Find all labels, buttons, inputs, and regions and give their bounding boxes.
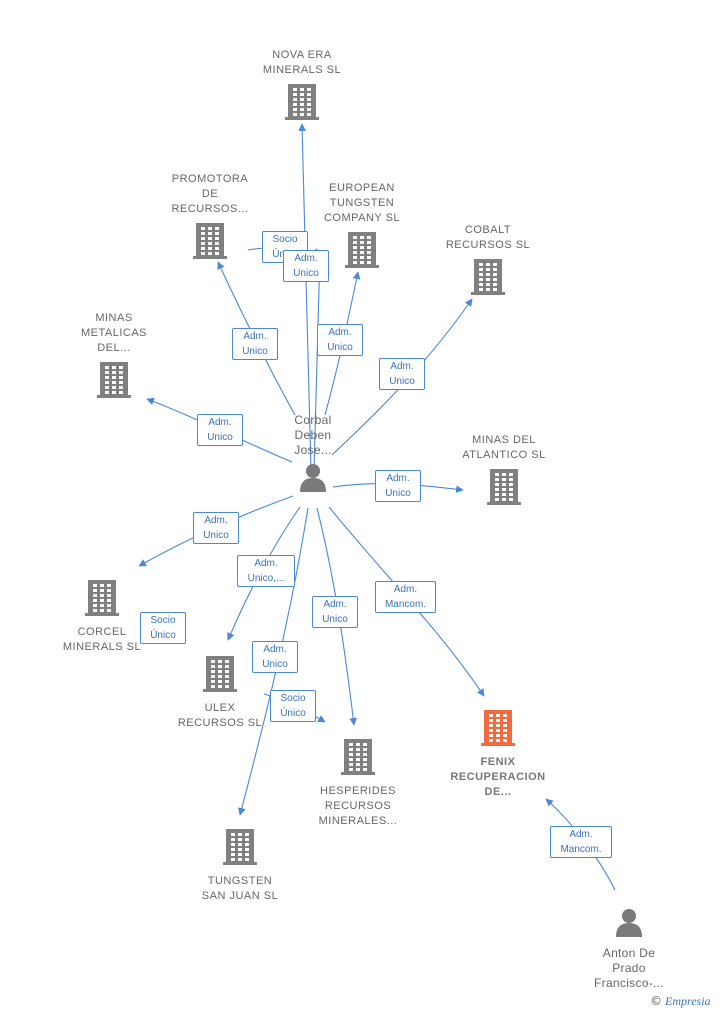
building-icon — [97, 360, 131, 403]
node-fenix-recuperacion[interactable]: FENIX RECUPERACION DE... — [440, 704, 556, 800]
node-label: EUROPEAN TUNGSTEN COMPANY SL — [323, 182, 401, 224]
building-icon — [345, 230, 379, 273]
node-hesperides-recursos-minerales[interactable]: HESPERIDES RECURSOS MINERALES... — [308, 733, 408, 829]
node-tungsten-san-juan[interactable]: TUNGSTEN SAN JUAN SL — [190, 823, 290, 904]
relation-label-adm-mancom[interactable]: Adm. Mancom. — [375, 581, 436, 613]
relation-label-adm-unico[interactable]: Adm. Unico — [197, 414, 243, 446]
node-corbal-deben-jose[interactable]: Corbal Deben Jose... — [274, 413, 352, 501]
node-minas-del-atlantico[interactable]: MINAS DEL ATLANTICO SL — [452, 433, 556, 514]
building-icon — [223, 827, 257, 870]
node-label: TUNGSTEN SAN JUAN SL — [201, 875, 279, 902]
node-label: MINAS METALICAS DEL... — [80, 312, 148, 354]
building-icon — [203, 654, 237, 697]
relation-label-adm-unico[interactable]: Adm. Unico — [379, 358, 425, 390]
node-label: PROMOTORA DE RECURSOS... — [171, 173, 249, 215]
person-icon — [298, 462, 328, 497]
node-promotora-de-recursos[interactable]: PROMOTORA DE RECURSOS... — [160, 172, 260, 268]
relation-label-adm-unico[interactable]: Adm. Unico — [232, 328, 278, 360]
relation-label-adm-unico[interactable]: Adm. Unico — [317, 324, 363, 356]
relation-label-socio-unico[interactable]: Socio Único — [140, 612, 186, 644]
node-nova-era-minerals[interactable]: NOVA ERA MINERALS SL — [250, 48, 354, 129]
footer-brand[interactable]: © Empresia — [650, 994, 711, 1009]
relationship-edge — [313, 251, 324, 471]
building-icon — [285, 82, 319, 125]
node-label: HESPERIDES RECURSOS MINERALES... — [318, 785, 398, 827]
node-cobalt-recursos[interactable]: COBALT RECURSOS SL — [436, 223, 540, 304]
relation-label-adm-unico[interactable]: Adm. Unico — [312, 596, 358, 628]
node-european-tungsten-company[interactable]: EUROPEAN TUNGSTEN COMPANY SL — [310, 181, 414, 277]
relationship-edge — [298, 123, 312, 471]
building-icon — [85, 578, 119, 621]
person-icon — [614, 907, 644, 942]
node-label: CORCEL MINERALS SL — [62, 626, 142, 653]
relation-label-adm-unico-more[interactable]: Adm. Unico,... — [237, 555, 295, 587]
node-label: MINAS DEL ATLANTICO SL — [462, 434, 546, 461]
node-label: NOVA ERA MINERALS SL — [262, 49, 342, 76]
relation-label-adm-mancom[interactable]: Adm. Mancom. — [550, 826, 612, 858]
relation-label-adm-unico[interactable]: Adm. Unico — [193, 512, 239, 544]
node-label: COBALT RECURSOS SL — [445, 224, 531, 251]
brand-name: Empresia — [665, 994, 711, 1008]
relation-label-adm-unico[interactable]: Adm. Unico — [283, 250, 329, 282]
node-label: FENIX RECUPERACION DE... — [450, 756, 546, 798]
relation-label-adm-unico[interactable]: Adm. Unico — [375, 470, 421, 502]
node-label: Corbal Deben Jose... — [294, 413, 332, 457]
node-label: ULEX RECURSOS SL — [177, 702, 263, 729]
building-icon — [481, 708, 515, 751]
building-icon — [471, 257, 505, 300]
node-corcel-minerals[interactable]: CORCEL MINERALS SL — [52, 574, 152, 655]
relation-label-socio-unico[interactable]: Socio Único — [270, 690, 316, 722]
node-ulex-recursos[interactable]: ULEX RECURSOS SL — [170, 650, 270, 731]
node-minas-metalicas-del[interactable]: MINAS METALICAS DEL... — [66, 311, 162, 407]
building-icon — [193, 221, 227, 264]
node-label: Anton De Prado Francisco-... — [594, 946, 664, 990]
building-icon — [341, 737, 375, 780]
node-anton-de-prado-francisco[interactable]: Anton De Prado Francisco-... — [586, 903, 672, 991]
building-icon — [487, 467, 521, 510]
relation-label-adm-unico[interactable]: Adm. Unico — [252, 641, 298, 673]
copyright-icon: © — [650, 994, 662, 1008]
